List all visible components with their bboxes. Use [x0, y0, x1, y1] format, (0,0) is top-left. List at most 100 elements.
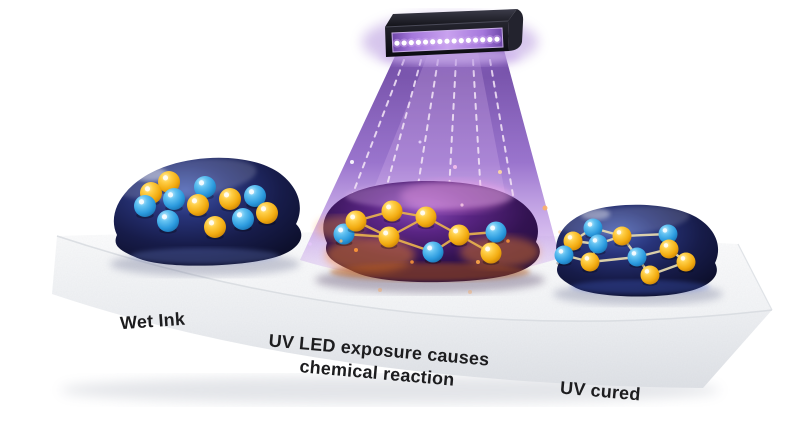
molecule-sphere-yellow	[345, 210, 367, 232]
molecule-sphere-blue	[485, 221, 507, 243]
molecule-sphere-specular	[631, 251, 637, 256]
molecule-sphere-specular	[162, 175, 169, 181]
uv-cured-droplet-specular	[580, 208, 610, 220]
molecule-sphere-specular	[680, 256, 686, 261]
uv-led-lamp	[362, 9, 538, 70]
molecule-sphere-yellow	[204, 216, 226, 238]
molecule-sphere-specular	[248, 189, 255, 195]
molecule-sphere-blue	[422, 241, 444, 263]
molecule-sphere-specular	[644, 269, 650, 274]
molecule-sphere-yellow	[640, 265, 660, 285]
molecule-sphere-specular	[663, 243, 669, 248]
droplet-uv-cured	[554, 204, 719, 297]
molecule-sphere-specular	[558, 249, 564, 254]
molecule-sphere-specular	[350, 214, 356, 220]
sparkle-dot	[460, 203, 464, 207]
sparkle-dot	[308, 242, 312, 246]
sparkle-dot	[476, 260, 480, 264]
molecule-sphere-specular	[236, 212, 243, 218]
molecule-sphere-specular	[420, 210, 426, 216]
sparkle-dot	[354, 248, 358, 252]
molecule-sphere-specular	[260, 206, 267, 212]
uv-cured-droplet-bottom-sheen	[570, 280, 710, 294]
lamp-end-cap	[508, 9, 524, 51]
molecule-sphere-specular	[567, 235, 573, 240]
molecule-sphere-yellow	[448, 224, 470, 246]
slab-ground-shadow	[60, 376, 720, 404]
uv-exposure-molecules	[333, 200, 507, 266]
lamp-top-face	[385, 9, 517, 27]
led-dot	[487, 36, 493, 43]
led-dot	[451, 38, 457, 44]
molecule-sphere-specular	[453, 228, 459, 234]
sparkle-dot	[542, 205, 548, 211]
molecule-sphere-yellow	[480, 242, 502, 264]
slab-right-edge	[737, 243, 773, 311]
molecule-sphere-yellow	[676, 252, 696, 272]
molecule-sphere-blue	[588, 234, 608, 254]
molecule-sphere-specular	[338, 227, 344, 233]
led-dot	[422, 39, 429, 45]
led-dot	[494, 36, 500, 42]
molecule-sphere-specular	[592, 238, 598, 243]
molecule-sphere-specular	[662, 228, 668, 233]
led-dot	[444, 38, 450, 44]
sparkle-dot	[468, 290, 472, 294]
sparkle-dot	[350, 160, 354, 164]
molecule-sphere-specular	[427, 245, 433, 251]
uv-cured-molecules	[554, 218, 696, 286]
molecule-sphere-specular	[191, 198, 198, 204]
wet-ink-droplet-bottom-sheen	[130, 248, 280, 264]
droplet-wet-ink	[113, 157, 302, 266]
molecule-sphere-yellow	[381, 200, 403, 222]
molecule-sphere-specular	[161, 214, 168, 220]
molecule-sphere-blue	[554, 245, 574, 265]
sparkle-dot	[453, 165, 457, 169]
led-dot	[415, 39, 422, 45]
led-dot-row	[392, 34, 502, 48]
molecule-sphere-blue	[232, 208, 254, 230]
molecule-sphere-yellow	[612, 226, 632, 246]
molecule-sphere-yellow	[415, 206, 437, 228]
molecule-sphere-yellow	[580, 252, 600, 272]
led-dot	[465, 37, 472, 43]
wet-ink-molecules	[134, 171, 278, 240]
led-dot	[437, 38, 443, 45]
molecule-sphere-yellow	[219, 188, 241, 210]
led-dot	[472, 37, 479, 43]
molecule-sphere-specular	[485, 246, 491, 252]
led-dot	[458, 38, 464, 44]
sparkle-dot	[418, 140, 422, 144]
molecule-sphere-blue	[163, 188, 185, 210]
droplet-sparkles	[339, 203, 510, 294]
droplet-uv-exposure	[315, 180, 540, 294]
led-dot	[430, 39, 436, 45]
uv-dashed-ray	[369, 59, 422, 249]
led-dot	[480, 37, 486, 43]
sparkle-dot	[498, 170, 502, 174]
sparkle-dot	[378, 288, 382, 292]
molecule-sphere-specular	[198, 180, 205, 186]
led-dot	[401, 40, 407, 46]
molecule-sphere-specular	[490, 225, 496, 231]
sparkle-dot	[506, 239, 510, 243]
uv-exposure-top-highlight	[345, 183, 515, 209]
uv-exposure-bottom-rim	[330, 263, 530, 281]
molecule-sphere-specular	[386, 204, 392, 210]
molecule-sphere-blue	[134, 195, 156, 217]
led-dot	[394, 40, 400, 46]
led-dot	[408, 40, 414, 46]
molecule-sphere-specular	[223, 192, 230, 198]
molecule-sphere-specular	[584, 256, 590, 261]
molecule-sphere-yellow	[256, 202, 278, 224]
molecule-sphere-yellow	[187, 194, 209, 216]
molecule-sphere-specular	[383, 230, 389, 236]
molecule-sphere-specular	[616, 230, 622, 235]
molecule-sphere-blue	[157, 210, 179, 232]
molecule-sphere-specular	[208, 220, 215, 226]
molecule-sphere-yellow	[659, 239, 679, 259]
molecule-sphere-blue	[627, 247, 647, 267]
molecule-sphere-specular	[167, 192, 174, 198]
